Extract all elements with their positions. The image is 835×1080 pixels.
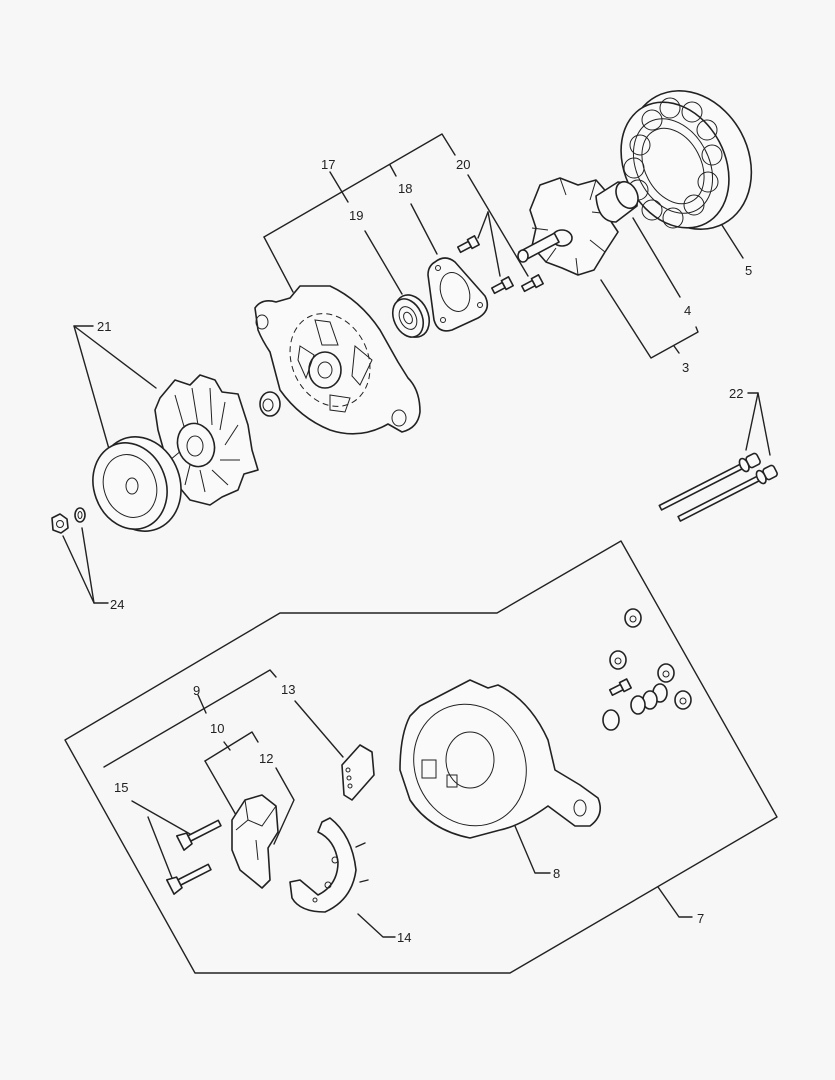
callout-5: 5 <box>745 263 753 278</box>
part-14-rectifier[interactable] <box>289 817 369 913</box>
part-spacer-collar[interactable] <box>259 391 281 417</box>
part-13-brush-holder[interactable] <box>341 744 375 801</box>
callout-7: 7 <box>697 911 705 926</box>
part-10-regulator[interactable] <box>231 794 279 889</box>
callout-13: 13 <box>281 682 296 697</box>
part-7-small-hardware[interactable] <box>602 608 692 731</box>
part-18-bearing-retainer[interactable] <box>427 257 489 332</box>
part-20-screws[interactable] <box>456 235 544 295</box>
callout-18: 18 <box>398 181 413 196</box>
callout-12: 12 <box>259 751 274 766</box>
part-15-screws[interactable] <box>165 816 223 895</box>
part-21-pulley[interactable] <box>81 425 194 543</box>
part-21-fan[interactable] <box>154 374 259 506</box>
part-24-nut-washer[interactable] <box>51 507 86 534</box>
callout-8: 8 <box>553 866 561 881</box>
callout-20: 20 <box>456 157 471 172</box>
part-8-rectifier-end-frame[interactable] <box>394 679 601 844</box>
callout-19: 19 <box>349 208 364 223</box>
part-4-slip-ring-bearing[interactable] <box>595 178 642 223</box>
part-19-bearing[interactable] <box>387 289 436 342</box>
callout-10: 10 <box>210 721 225 736</box>
part-17-drive-end-frame[interactable] <box>254 285 421 435</box>
part-5-stator[interactable] <box>600 69 775 251</box>
callout-17: 17 <box>321 157 336 172</box>
callout-15: 15 <box>114 780 129 795</box>
callout-24: 24 <box>110 597 125 612</box>
callout-14: 14 <box>397 930 412 945</box>
callout-9: 9 <box>193 683 201 698</box>
callout-22: 22 <box>729 386 744 401</box>
part-22-through-bolts[interactable] <box>657 452 778 526</box>
leader-lines <box>62 133 778 974</box>
callout-4: 4 <box>684 303 692 318</box>
callout-21: 21 <box>97 319 112 334</box>
callout-3: 3 <box>682 360 690 375</box>
